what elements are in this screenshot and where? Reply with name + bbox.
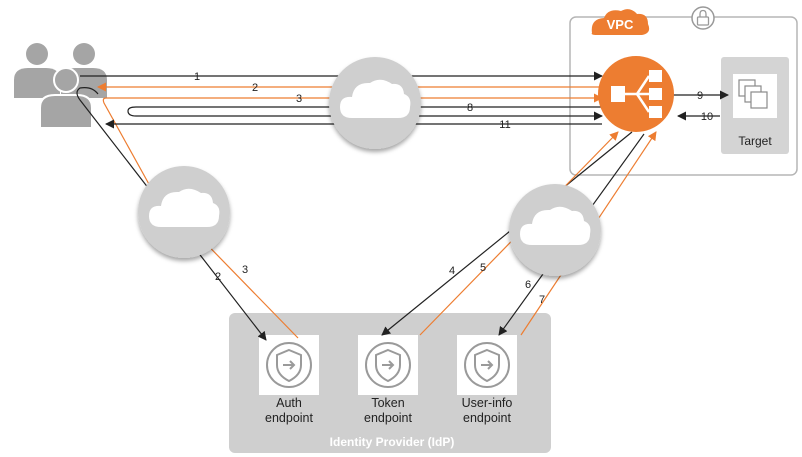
- step-label-1: 1: [194, 71, 200, 83]
- step-label-2: 2: [252, 82, 258, 94]
- cloud-icon: [520, 206, 591, 245]
- load-balancer-icon: [611, 70, 662, 118]
- step-label-3-auth: 3: [242, 264, 248, 276]
- auth-endpoint-line1: Auth: [276, 396, 302, 410]
- load-balancer: [598, 56, 674, 132]
- step-label-7: 7: [539, 294, 545, 306]
- arrow-step-2-auth: [76, 87, 267, 341]
- step-label-9: 9: [697, 90, 703, 102]
- userinfo-endpoint-line2: endpoint: [463, 411, 511, 425]
- shield-icon: [266, 342, 312, 388]
- step-label-2-auth: 2: [215, 271, 221, 283]
- step-label-8: 8: [467, 102, 473, 114]
- cloud-icon: [149, 188, 220, 227]
- step-labels: 1 2 3 8 11 9 10 2 3 4 5 6 7: [194, 71, 713, 306]
- step-label-6: 6: [525, 279, 531, 291]
- step-label-11: 11: [499, 119, 510, 131]
- step-label-4: 4: [449, 265, 455, 277]
- vpc-label: VPC: [607, 17, 634, 32]
- arrow-step-8: [127, 106, 603, 121]
- users-icon: [14, 43, 107, 129]
- target-label: Target: [738, 134, 772, 148]
- token-endpoint-line2: endpoint: [364, 411, 412, 425]
- step-label-10: 10: [701, 111, 713, 123]
- auth-endpoint: Auth endpoint: [259, 335, 319, 425]
- token-endpoint-line1: Token: [371, 396, 404, 410]
- lock-icon: [691, 6, 715, 30]
- arrow-step-3-top: [102, 93, 603, 187]
- target-box: Target: [721, 57, 789, 154]
- arrow-step-4: [381, 131, 633, 336]
- cloud-icon: [340, 79, 411, 118]
- userinfo-endpoint: User-info endpoint: [457, 335, 517, 425]
- token-endpoint: Token endpoint: [358, 335, 418, 425]
- auth-endpoint-line2: endpoint: [265, 411, 313, 425]
- idp-label: Identity Provider (IdP): [330, 435, 455, 449]
- shield-icon: [464, 342, 510, 388]
- shield-icon: [365, 342, 411, 388]
- userinfo-endpoint-line1: User-info: [462, 396, 513, 410]
- step-label-3: 3: [296, 93, 302, 105]
- vpc-cloud-badge: VPC: [591, 9, 650, 35]
- step-label-5: 5: [480, 262, 486, 274]
- target-instances-icon: [738, 79, 768, 109]
